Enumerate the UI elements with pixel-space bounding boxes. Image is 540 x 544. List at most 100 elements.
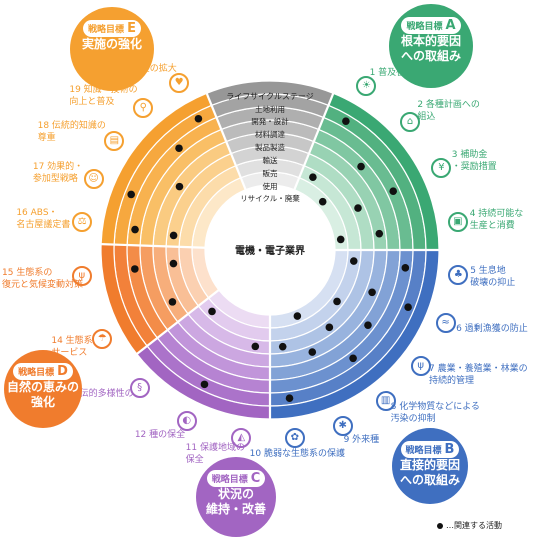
activity-dot [389, 187, 398, 196]
goal-text-line: 維持・改善 [205, 502, 266, 516]
activity-dot [308, 348, 317, 356]
lightbulb-icon: ☀ [356, 76, 377, 97]
target-label-line: 18 伝統的知識の [37, 120, 106, 131]
target-label-line: 16 ABS・ [16, 208, 58, 219]
activity-dot [194, 114, 203, 123]
sector-divider [101, 243, 206, 249]
activity-dot [354, 204, 362, 212]
target-label-line: 生産と消費 [469, 220, 515, 231]
goal-text-line: 状況の [217, 487, 254, 501]
people-icon: ☺ [83, 169, 104, 190]
sector-divider [136, 289, 220, 355]
target-label-line: 2 各種計画への [417, 99, 480, 110]
activity-dot [368, 288, 376, 297]
target-label-16: 16 ABS・名古屋議定書 [16, 207, 70, 231]
crop-icon: ψ [410, 355, 431, 376]
target-label-line: 17 効果的・ [32, 162, 84, 173]
target-label-5: 5 生息地破壊の抑止 [470, 265, 515, 289]
money-icon: ¥ [431, 158, 452, 179]
sector-divider [293, 92, 335, 191]
goal-tag-text: 戦略目標 [18, 368, 55, 378]
stage-label-0: ライフサイクルステージ [226, 92, 313, 101]
target-label-line: 持続的管理 [429, 376, 475, 387]
activity-dot [336, 235, 345, 244]
activity-dot [169, 259, 178, 268]
animal-icon: ◐ [176, 410, 197, 431]
target-label-line: 参加型戦略 [32, 174, 78, 185]
target-label-line: 9 外来種 [343, 435, 380, 446]
stage-label-8: リサイクル・廃棄 [240, 193, 300, 203]
target-label-line: 15 生態系の [2, 267, 53, 278]
legend: …関連する活動 [437, 520, 502, 531]
goal-tag-text: 戦略目標 [405, 446, 442, 456]
target-label-line: 保全 [185, 454, 204, 465]
activity-dot [401, 264, 410, 272]
activity-dot [325, 323, 334, 332]
target-label-line: 復元と気候変動対策 [2, 279, 84, 290]
target-label-9: 9 外来種 [344, 434, 380, 446]
target-label-line: 11 保護地域の [185, 442, 245, 453]
activity-dot [309, 173, 317, 181]
target-label-line: 向上と普及 [69, 97, 115, 108]
target-label-line: 6 過剰漁獲の防止 [456, 323, 528, 334]
stage-label-3: 材料調達 [255, 129, 285, 139]
target-label-8: 8 化学物質などによる汚染の抑制 [391, 401, 480, 425]
stage-label-6: 販売 [263, 168, 278, 178]
center-circle [206, 186, 334, 314]
target-label-line: 10 脆弱な生態系の保護 [249, 449, 345, 460]
activity-dot [169, 231, 178, 240]
book-icon: ▤ [104, 131, 125, 152]
government-building-icon: ⌂ [400, 111, 421, 132]
target-label-line: 3 補助金 [451, 150, 488, 161]
stage-label-5: 輸送 [263, 155, 278, 165]
activity-dot [333, 297, 341, 306]
goal-text-line: 根本的要因 [400, 34, 461, 48]
fish-icon: ≈ [435, 312, 456, 333]
activity-dot [131, 225, 139, 234]
goal-tag-text: 戦略目標 [88, 25, 125, 35]
rain-cloud-icon: ☂ [92, 329, 113, 350]
goal-letter: C [250, 471, 261, 486]
activity-dot [251, 342, 260, 351]
activity-dot [364, 321, 372, 329]
goal-text-line: 強化 [30, 395, 55, 409]
goal-tag-text: 戦略目標 [406, 22, 443, 32]
target-label-line: 8 化学物質などによる [390, 402, 480, 413]
sector-divider [205, 92, 247, 191]
goal-text-line: 実施の強化 [81, 37, 142, 51]
goal-tag-text: 戦略目標 [211, 475, 248, 485]
goal-text-line: への取組み [400, 49, 461, 63]
goal-letter: D [57, 364, 68, 379]
target-label-10: 10 脆弱な生態系の保護 [250, 448, 345, 460]
dna-icon: § [129, 378, 150, 399]
activity-dot [357, 162, 365, 171]
crayfish-icon: ✱ [332, 415, 353, 436]
activity-dot [208, 307, 216, 316]
target-label-line: 4 持続可能な [469, 208, 524, 219]
activity-dot [175, 144, 183, 153]
target-label-3: 3 補助金・奨励措置 [452, 149, 497, 173]
scales-icon: ⚖ [72, 211, 93, 232]
target-label-4: 4 持続可能な生産と消費 [470, 208, 524, 232]
goal-text-line: への取組み [399, 473, 460, 487]
target-label-line: 19 知識・技術の [69, 85, 138, 96]
activity-dot [285, 394, 294, 403]
target-label-line: 組込 [417, 111, 436, 122]
activity-dot [200, 380, 209, 389]
target-label-line: 尊重 [37, 132, 56, 143]
activity-dot [404, 303, 412, 312]
wallet-icon: ♥ [169, 73, 190, 94]
grass-icon: ψ [71, 266, 92, 287]
target-label-line: ・奨励措置 [451, 162, 497, 173]
target-label-line: 7 農業・養殖業・林業の [429, 364, 528, 375]
target-label-18: 18 伝統的知識の尊重 [38, 120, 106, 144]
target-label-line: 14 生態系 [51, 335, 93, 346]
target-label-12: 12 種の保全 [135, 429, 185, 441]
target-label-2: 2 各種計画への組込 [417, 99, 480, 123]
target-label-19: 19 知識・技術の向上と普及 [69, 84, 137, 108]
magnifier-icon: ⚲ [133, 98, 154, 119]
